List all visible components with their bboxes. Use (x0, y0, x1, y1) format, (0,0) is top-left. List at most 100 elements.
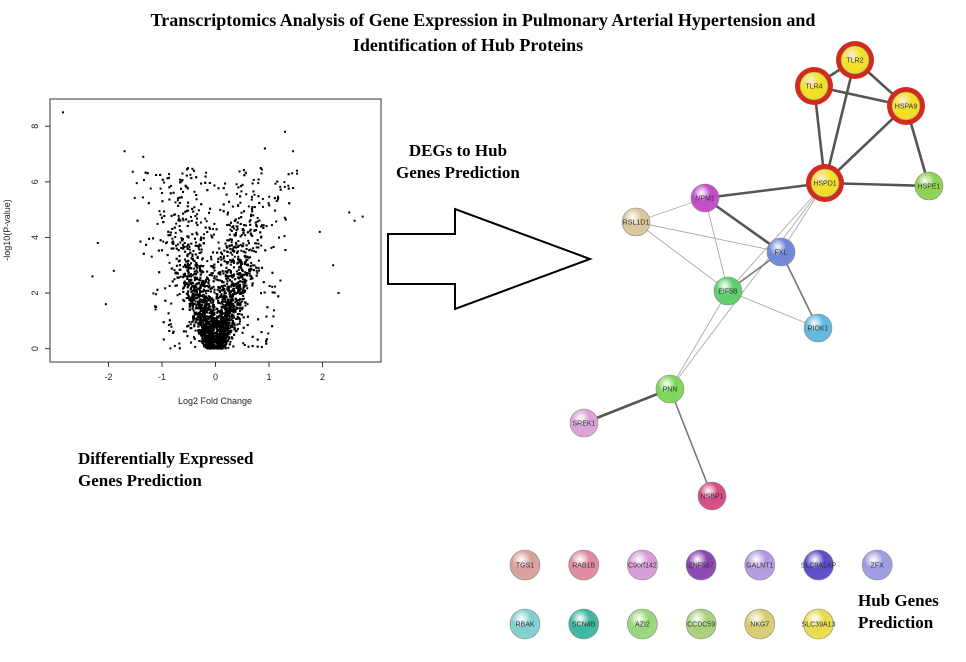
data-point (201, 270, 204, 273)
data-point (182, 265, 185, 268)
network-node-pnn[interactable]: PNN (655, 374, 685, 404)
data-point (259, 292, 262, 295)
data-point (177, 217, 180, 220)
data-point (228, 324, 231, 327)
network-edge (635, 221, 782, 253)
network-node-srek1[interactable]: SREK1 (569, 408, 599, 438)
data-point (164, 287, 167, 290)
network-node-nsbp1[interactable]: NSBP1 (697, 481, 727, 511)
isolated-node-znf567[interactable]: ZNF567 (685, 549, 717, 581)
data-point (228, 332, 231, 335)
data-point (264, 249, 267, 252)
data-point (201, 341, 204, 344)
hub-genes-line-2: Prediction (858, 613, 934, 632)
data-point (238, 272, 241, 275)
data-point (199, 299, 202, 302)
data-point (252, 214, 255, 217)
data-point (201, 306, 204, 309)
isolated-node-tgs1[interactable]: TGS1 (509, 549, 541, 581)
data-point (197, 322, 200, 325)
network-node-tlr2[interactable]: TLR2 (836, 41, 874, 79)
data-point (203, 297, 206, 300)
x-tick-label: 1 (266, 372, 271, 382)
data-point (215, 228, 218, 231)
data-point (197, 318, 200, 321)
isolated-node-scn4b[interactable]: SCN4B (568, 608, 600, 640)
isolated-node-rab1b[interactable]: RAB1B (568, 549, 600, 581)
data-point (204, 345, 207, 348)
data-point (262, 226, 265, 229)
isolated-node-rbak[interactable]: RBAK (509, 608, 541, 640)
data-point (253, 206, 256, 209)
data-point (207, 307, 210, 310)
isolated-node-nkg7[interactable]: NKG7 (744, 608, 776, 640)
data-point (237, 217, 240, 220)
data-point (245, 224, 248, 227)
isolated-node-slc9a1ap[interactable]: SLC9A1AP (801, 549, 837, 581)
isolated-node-slc39a13[interactable]: SLC39A13 (802, 608, 836, 640)
data-point (229, 295, 232, 298)
network-node-rsl1d1[interactable]: RSL1D1 (621, 207, 651, 237)
network-node-hspd1[interactable]: HSPD1 (806, 164, 844, 202)
data-point (230, 260, 233, 263)
data-point (239, 264, 242, 267)
isolated-node-zfx[interactable]: ZFX (861, 549, 893, 581)
data-point (224, 315, 227, 318)
data-point (199, 276, 202, 279)
network-node-riok1[interactable]: RIOK1 (803, 313, 833, 343)
data-point (191, 307, 194, 310)
data-point (296, 172, 299, 175)
network-node-eif5b[interactable]: EIF5B (713, 276, 743, 306)
network-node-hspa9[interactable]: HSPA9 (887, 87, 925, 125)
data-point (174, 213, 177, 216)
y-tick-label: 2 (30, 291, 40, 296)
data-point (210, 340, 213, 343)
data-point (213, 275, 216, 278)
data-point (152, 292, 155, 295)
data-point (235, 286, 238, 289)
isolated-node-ccdc59[interactable]: CCDC59 (685, 608, 717, 640)
data-point (141, 196, 144, 199)
data-point (194, 286, 197, 289)
network-node-fxl[interactable]: FXL (766, 237, 796, 267)
data-point (195, 217, 198, 220)
data-point (236, 273, 239, 276)
data-point (205, 330, 208, 333)
data-point (215, 317, 218, 320)
data-point (194, 293, 197, 296)
data-point (249, 269, 252, 272)
data-point (241, 270, 244, 273)
data-point (198, 243, 201, 246)
data-point (195, 269, 198, 272)
data-point (178, 255, 181, 258)
data-point (248, 256, 251, 259)
data-point (211, 315, 214, 318)
network-node-npm1[interactable]: NPM1 (690, 183, 720, 213)
network-node-hspe1[interactable]: HSPE1 (914, 171, 944, 201)
data-point (217, 325, 220, 328)
data-point (230, 241, 233, 244)
data-point (231, 315, 234, 318)
data-point (192, 294, 195, 297)
data-point (197, 325, 200, 328)
data-point (203, 326, 206, 329)
isolated-node-c9orf142[interactable]: C9orf142 (627, 549, 658, 581)
data-point (230, 325, 233, 328)
data-point (210, 258, 213, 261)
network-node-tlr4[interactable]: TLR4 (795, 67, 833, 105)
data-point (197, 287, 200, 290)
data-point (191, 303, 194, 306)
isolated-node-galnt1[interactable]: GALNT1 (744, 549, 776, 581)
isolated-node-azi2[interactable]: AZI2 (627, 608, 658, 640)
node-circle (744, 549, 776, 581)
data-point (228, 343, 231, 346)
data-point (175, 247, 178, 250)
y-tick-label: 6 (30, 179, 40, 184)
data-point (175, 284, 178, 287)
data-point (205, 220, 208, 223)
data-point (200, 182, 203, 185)
data-point (253, 193, 256, 196)
data-point (202, 324, 205, 327)
data-point (170, 267, 173, 270)
data-point (161, 200, 164, 203)
